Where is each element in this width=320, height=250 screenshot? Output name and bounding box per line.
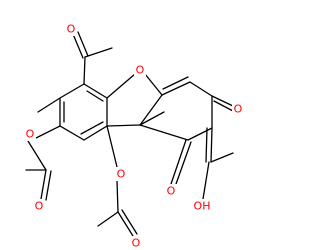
benzene-inner-a bbox=[86, 90, 104, 102]
atom-ketone-oxygen-right: O bbox=[232, 102, 244, 116]
angular-methyl-bond bbox=[139, 111, 165, 126]
atom-furan-oxygen: O bbox=[134, 63, 146, 77]
ketone-lower-double-b bbox=[175, 141, 192, 185]
ester-carbonyl-oxygen-lower-label: O bbox=[132, 237, 141, 250]
ring-exo-to-ketone2 bbox=[187, 127, 213, 141]
molecule-drawing: O O O O OH O bbox=[24, 22, 244, 250]
ester-lower-carbonyl-double-b bbox=[121, 209, 138, 235]
furan-c-o bbox=[106, 73, 136, 99]
atom-hydroxyl: OH bbox=[190, 199, 214, 213]
ketone-lower-double-a bbox=[170, 139, 187, 185]
aryl-methyl-left bbox=[35, 125, 61, 139]
ring-diene-to-ketone bbox=[189, 81, 213, 97]
ketone-oxygen-lower-label: O bbox=[167, 185, 176, 198]
ester-upper-carbonyl-double-a bbox=[40, 169, 47, 200]
acetyl-methyl-bond bbox=[84, 47, 113, 58]
atom-ester-oxygen-lower: O bbox=[115, 167, 127, 181]
ester-lower-carbonyl-methyl bbox=[97, 211, 119, 227]
ester-carbonyl-oxygen-upper-label: O bbox=[35, 200, 44, 213]
ester-lower-o-to-carbonyl bbox=[116, 180, 119, 213]
benzene-inner-c bbox=[80, 121, 104, 135]
ketone-oxygen-right-label: O bbox=[234, 103, 243, 116]
ketone-right-double-a bbox=[211, 95, 234, 107]
ring-ketone2-to-quaternary bbox=[139, 124, 189, 141]
benzene-c1-c2 bbox=[83, 83, 108, 99]
structure-diagram: O O O O OH O bbox=[24, 22, 244, 250]
bond-layer bbox=[25, 31, 234, 237]
ester-oxygen-lower-label: O bbox=[117, 168, 126, 181]
hydroxyl-label: OH bbox=[194, 200, 211, 213]
ring-c-diene-upper-inner bbox=[162, 76, 189, 90]
ester-upper-carbonyl-double-b bbox=[45, 170, 52, 201]
furan-o-c bbox=[144, 73, 163, 96]
acetyl-carbonyl-double-b bbox=[77, 31, 89, 57]
ethylidene-methyl-bond bbox=[210, 152, 234, 163]
acetyl-to-ring-bond bbox=[83, 56, 86, 85]
benzene-c6-c1 bbox=[59, 83, 85, 99]
atom-ester-carbonyl-oxygen-lower: O bbox=[130, 236, 142, 250]
benzene-c3-c4 bbox=[83, 125, 108, 141]
exocyclic-double-a bbox=[210, 127, 213, 163]
ring-c-diene-upper bbox=[161, 81, 191, 96]
furan-c-quaternary bbox=[139, 94, 163, 126]
ester-lower-ring-to-o bbox=[106, 125, 118, 168]
ester-upper-ring-to-o bbox=[37, 97, 61, 113]
acetyl-carbonyl-double-a bbox=[72, 33, 84, 59]
atom-acetyl-oxygen: O bbox=[65, 22, 77, 36]
ester-upper-o-to-carbonyl bbox=[27, 140, 47, 171]
exocyclic-double-b bbox=[205, 127, 208, 163]
ketone-right-double-b bbox=[213, 100, 234, 112]
acetyl-oxygen-label: O bbox=[67, 23, 76, 36]
ethylidene-hydroxyl-bond bbox=[202, 161, 210, 200]
atom-label-layer: O O O O OH O bbox=[24, 22, 244, 250]
atom-ester-oxygen-upper: O bbox=[24, 127, 36, 141]
ester-lower-carbonyl-double-a bbox=[117, 211, 134, 237]
benzene-c4-c5 bbox=[59, 125, 85, 141]
atom-ester-carbonyl-oxygen-upper: O bbox=[33, 199, 45, 213]
atom-ketone-oxygen-lower: O bbox=[165, 184, 177, 198]
ester-oxygen-upper-label: O bbox=[26, 128, 35, 141]
furan-oxygen-label: O bbox=[136, 64, 145, 77]
furan-quaternary-to-benzene bbox=[106, 124, 141, 127]
